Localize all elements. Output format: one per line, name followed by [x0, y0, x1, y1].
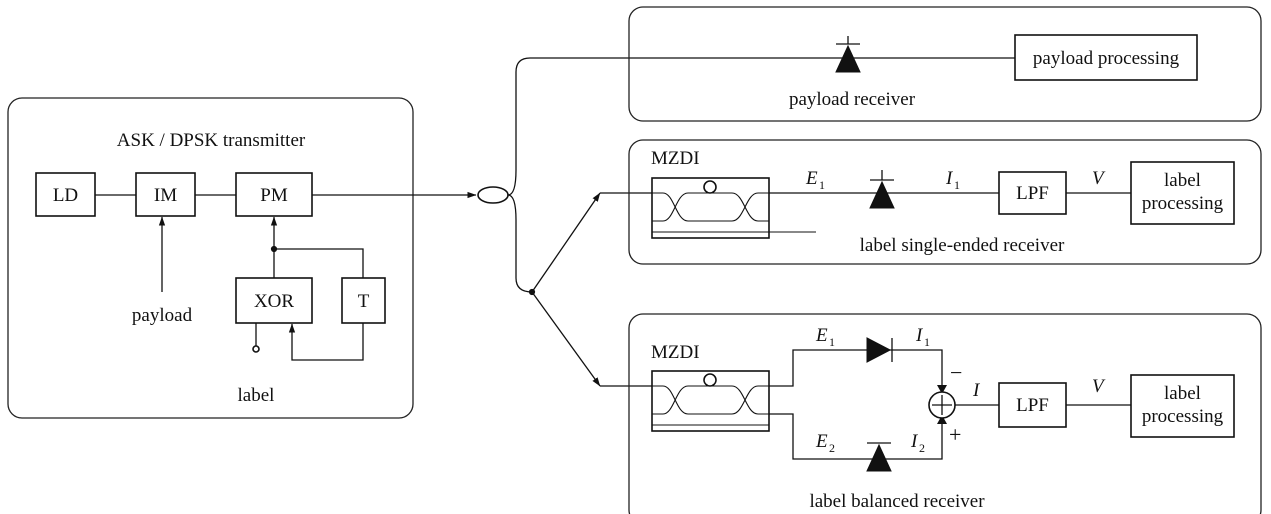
fiber-to-label-branch	[507, 194, 533, 293]
arrow-to-single-mzdi	[531, 192, 601, 293]
balanced-upper-photodiode	[866, 337, 893, 363]
payload-receiver-title: payload receiver	[789, 89, 916, 110]
svg-text:2: 2	[919, 441, 925, 455]
fiber-network	[312, 57, 836, 387]
svg-text:1: 1	[819, 178, 825, 192]
balanced-lower-photodiode	[866, 442, 892, 472]
svg-text:E: E	[815, 431, 828, 452]
single-label-processing-box	[1130, 161, 1235, 225]
balanced-upper-wire	[769, 349, 943, 392]
svg-text:1: 1	[924, 335, 930, 349]
optical-coupler	[477, 186, 509, 204]
balanced-i1-label: I 1	[915, 325, 930, 349]
single-mzdi-label: MZDI	[651, 148, 700, 169]
balanced-v-label: V	[1092, 376, 1106, 397]
payload-processing-label: payload processing	[1033, 48, 1180, 69]
single-lpf-label: LPF	[1016, 183, 1049, 204]
balanced-processing-line1: label	[1164, 383, 1201, 404]
balanced-lpf-box	[998, 382, 1067, 428]
balanced-receiver-title: label balanced receiver	[809, 491, 985, 512]
single-i1-label: I 1	[945, 168, 960, 192]
balanced-frame	[628, 313, 1262, 514]
arrow-to-balanced-mzdi	[531, 291, 601, 387]
balanced-processing-line2: processing	[1142, 406, 1224, 427]
single-processing-line1: label	[1164, 170, 1201, 191]
label-input-terminal	[252, 345, 260, 353]
transmitter-frame	[7, 97, 414, 419]
balanced-mzdi-interferometer	[651, 370, 770, 432]
plus-sign: +	[949, 422, 961, 447]
payload-processing-box	[1014, 34, 1198, 81]
label-input-label: label	[238, 385, 275, 406]
single-photodiode	[869, 170, 895, 209]
single-mzdi-interferometer	[651, 177, 816, 239]
delay-tap-wire	[274, 248, 364, 278]
svg-text:I: I	[910, 431, 919, 452]
balanced-i-label: I	[972, 380, 981, 401]
payload-input-label: payload	[132, 305, 193, 326]
junction-dot	[270, 245, 278, 253]
payload-receiver-panel: payload processing payload receiver	[628, 6, 1262, 122]
single-ended-frame	[628, 139, 1262, 265]
minus-sign: −	[950, 360, 962, 385]
single-lpf-box	[998, 171, 1067, 215]
balanced-receiver-panel: MZDI E 1 E 2 I 1	[628, 313, 1262, 514]
svg-text:I: I	[915, 325, 924, 346]
payload-photodiode	[835, 36, 861, 73]
svg-text:E: E	[805, 168, 818, 189]
balanced-i2-label: I 2	[910, 431, 925, 455]
balanced-mzdi-label: MZDI	[651, 342, 700, 363]
single-e1-label: E 1	[805, 168, 825, 192]
im-label: IM	[154, 185, 177, 206]
pm-label: PM	[260, 185, 288, 206]
svg-text:2: 2	[829, 441, 835, 455]
transmitter-panel: ASK / DPSK transmitter LD IM PM XOR T pa…	[7, 97, 414, 419]
svg-text:1: 1	[829, 335, 835, 349]
single-v-label: V	[1092, 168, 1106, 189]
summing-junction	[928, 391, 956, 419]
ld-label: LD	[53, 185, 78, 206]
im-box	[135, 172, 196, 217]
balanced-lower-arrowhead	[937, 415, 947, 424]
xor-label: XOR	[254, 291, 294, 312]
balanced-upper-e1-label: E 1	[815, 325, 835, 349]
svg-text:1: 1	[954, 178, 960, 192]
transmitter-title: ASK / DPSK transmitter	[117, 130, 306, 151]
svg-text:I: I	[945, 168, 954, 189]
fiber-to-payload	[507, 57, 836, 196]
delay-feedback-arrow	[288, 323, 364, 361]
balanced-label-processing-box	[1130, 374, 1235, 438]
balanced-lower-e2-label: E 2	[815, 431, 835, 455]
payload-receiver-frame	[628, 6, 1262, 122]
svg-text:E: E	[815, 325, 828, 346]
single-processing-line2: processing	[1142, 193, 1224, 214]
single-ended-receiver-title: label single-ended receiver	[860, 235, 1065, 256]
delay-label: T	[358, 291, 370, 312]
balanced-lpf-label: LPF	[1016, 395, 1049, 416]
balanced-lower-wire	[769, 413, 943, 460]
single-ended-receiver-panel: MZDI E 1 I 1 LPF V label processing	[628, 139, 1262, 265]
ld-box	[35, 172, 96, 217]
balanced-upper-arrowhead	[937, 385, 947, 394]
